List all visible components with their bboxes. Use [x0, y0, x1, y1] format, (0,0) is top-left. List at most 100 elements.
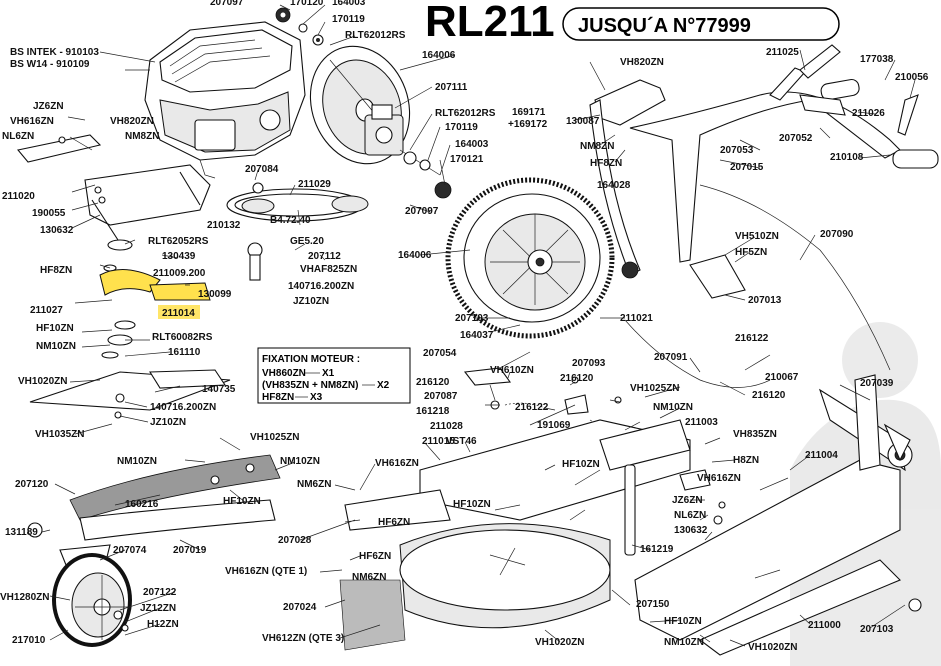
part-label: HF5ZN [735, 247, 767, 258]
part-label: 207091 [654, 352, 688, 363]
part-label: VH1025ZN [630, 383, 679, 394]
part-label: 210056 [895, 72, 929, 83]
engine-assembly [125, 21, 306, 179]
part-label: VH820ZN [620, 57, 664, 68]
part-label: 130099 [198, 289, 232, 300]
part-label: HF8ZN [40, 265, 72, 276]
part-label: 207112 [308, 251, 341, 262]
part-label: VHAF825ZN [300, 264, 357, 275]
note-heading: FIXATION MOTEUR : [262, 354, 360, 365]
part-label: 140716.200ZN [150, 402, 216, 413]
part-label: VH610ZN [490, 365, 534, 376]
part-label: HF10ZN [223, 496, 261, 507]
part-labels: 207097 170120 164003 170119 RLT62012RS B… [0, 0, 929, 653]
part-label: JZ12ZN [140, 603, 176, 614]
part-label: 207097 [405, 206, 439, 217]
part-label: 130087 [566, 116, 600, 127]
part-label: 130632 [674, 525, 708, 536]
part-label: HF8ZN [590, 158, 622, 169]
belt-guard [27, 454, 281, 541]
large-rear-wheel [445, 177, 615, 339]
part-label: GE5.20 [290, 236, 324, 247]
subtitle-frame [562, 7, 840, 41]
part-label: 207054 [423, 348, 457, 359]
part-label: NM8ZN [125, 131, 159, 142]
part-label: VH1280ZN [0, 592, 49, 603]
part-label: 131189 [5, 527, 38, 538]
part-label: 207093 [572, 358, 606, 369]
part-label: RLT62012RS [345, 30, 406, 41]
part-label: 211029 [298, 179, 331, 190]
part-label: 211028 [430, 421, 463, 432]
note-qty-2: X2 [377, 380, 390, 391]
part-label: VH616ZN [375, 458, 419, 469]
part-label: RLT62052RS [148, 236, 209, 247]
title-block: RL211 JUSQU´A N°77999 [425, 0, 840, 46]
part-label: 216122 [515, 402, 549, 413]
part-label: VH510ZN [735, 231, 779, 242]
part-label: JZ6ZN [33, 101, 64, 112]
part-label: 207150 [636, 599, 670, 610]
part-label: 207074 [113, 545, 147, 556]
part-label: 211020 [2, 191, 35, 202]
part-label: VH820ZN [110, 116, 154, 127]
part-label: VH1020ZN [748, 642, 797, 653]
part-label: 207084 [245, 164, 279, 175]
part-label: JZ6ZN [672, 495, 703, 506]
part-label: 207122 [143, 587, 177, 598]
part-label: 216122 [735, 333, 769, 344]
part-label: 161110 [168, 347, 201, 358]
part-label: VH835ZN [733, 429, 777, 440]
engine-plate [16, 134, 211, 241]
part-label: HF6ZN [359, 551, 391, 562]
part-label: H8ZN [733, 455, 759, 466]
part-label: 177038 [860, 54, 894, 65]
part-label: 191069 [537, 420, 571, 431]
chassis-frame [634, 374, 922, 656]
part-label: 207090 [820, 229, 854, 240]
part-label: 207087 [424, 391, 458, 402]
part-label: 210108 [830, 152, 864, 163]
part-label: 164037 [460, 330, 494, 341]
part-label: 217010 [12, 635, 46, 646]
part-label: HF10ZN [562, 459, 600, 470]
part-label: 211004 [805, 450, 838, 461]
part-label: +169172 [508, 119, 548, 130]
part-label: 207120 [15, 479, 49, 490]
highlight-marker [158, 305, 200, 319]
part-label: 170120 [290, 0, 324, 8]
part-label: 130632 [40, 225, 74, 236]
part-label: JZ10ZN [150, 417, 186, 428]
part-label: 207052 [779, 133, 813, 144]
part-label: 207111 [435, 82, 468, 93]
part-label: VH612ZN (QTE 3) [262, 633, 344, 644]
part-label: 140735 [202, 384, 236, 395]
part-label: VH1025ZN [250, 432, 299, 443]
part-label: 211026 [852, 108, 885, 119]
part-label: 164028 [597, 180, 631, 191]
part-label: 130439 [162, 251, 196, 262]
part-label: 164003 [455, 139, 489, 150]
part-label: 210067 [765, 372, 799, 383]
cutting-deck [339, 419, 691, 651]
part-label: 211021 [620, 313, 653, 324]
handlebar-assembly [589, 44, 939, 388]
note-row-1: VH860ZN [262, 368, 306, 379]
part-label: 164006 [422, 50, 456, 61]
part-label: 211027 [30, 305, 63, 316]
part-label: 170119 [332, 14, 365, 25]
part-label: VH1035ZN [35, 429, 84, 440]
part-label: BS INTEK - 910103 [10, 47, 99, 58]
drive-belt [226, 182, 369, 281]
part-label: 207103 [455, 313, 489, 324]
part-label: H12ZN [147, 619, 179, 630]
part-label: NM10ZN [653, 402, 693, 413]
part-label: HF10ZN [453, 499, 491, 510]
part-label: 207053 [720, 145, 754, 156]
part-label: HF10ZN [664, 616, 702, 627]
part-label: 207097 [210, 0, 244, 8]
part-label: 161218 [416, 406, 450, 417]
part-label: 216120 [560, 373, 594, 384]
leader-lines [41, 4, 916, 647]
